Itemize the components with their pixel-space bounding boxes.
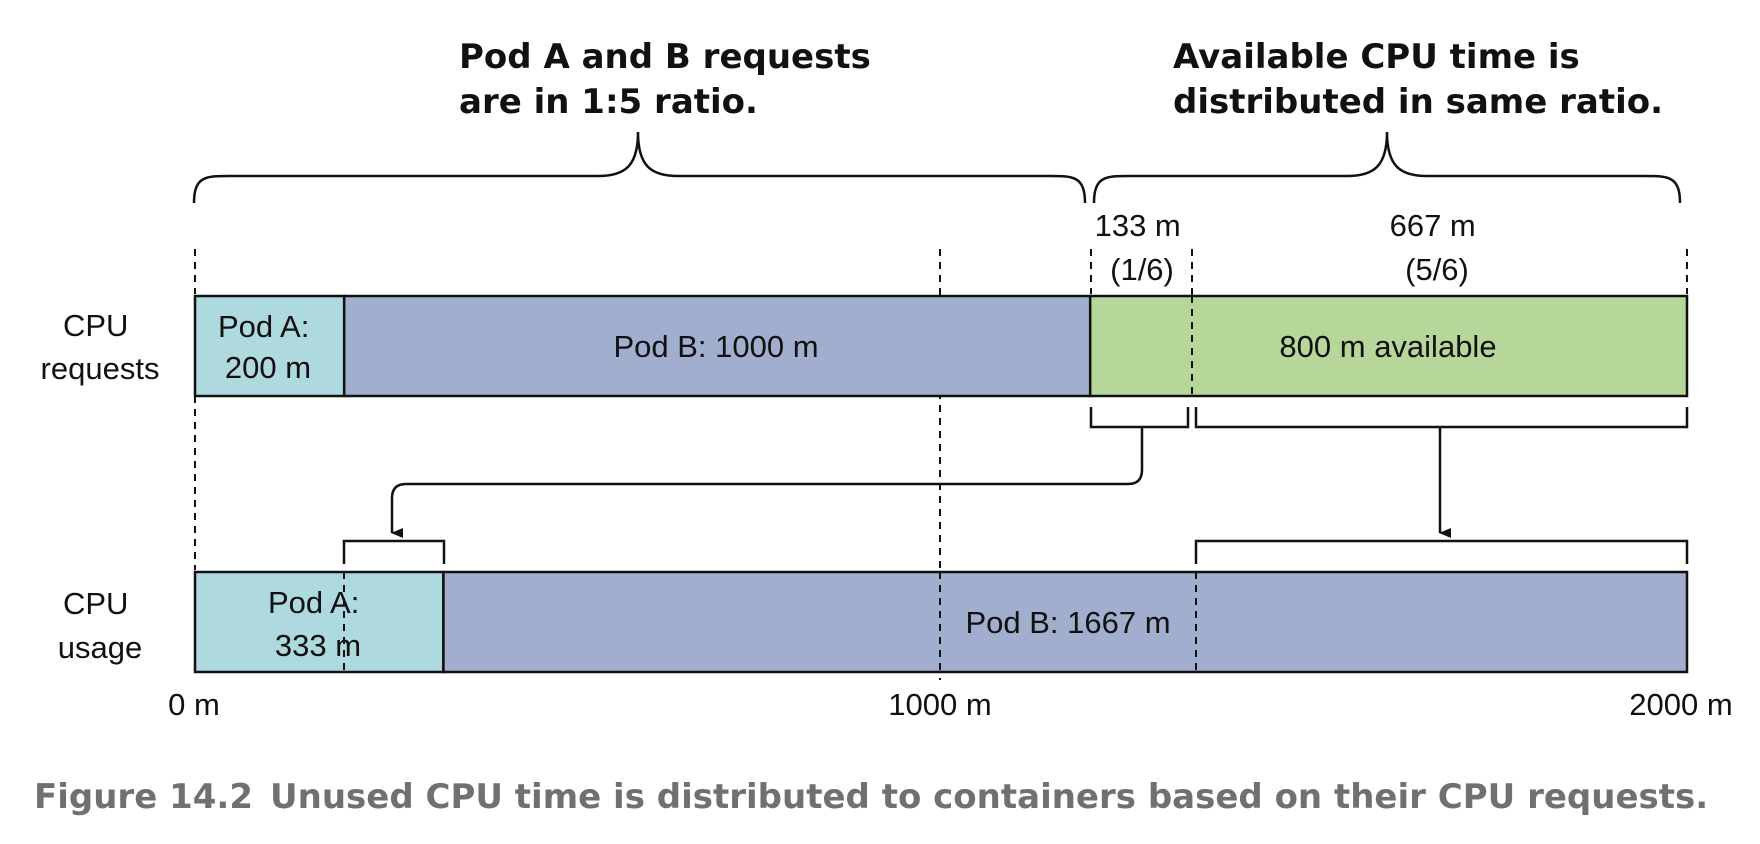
share-a-bracket — [1089, 407, 1190, 429]
figure-caption: Unused CPU time is distributed to contai… — [270, 777, 1708, 817]
pod-b-request-label: Pod B: 1000 m — [613, 329, 818, 364]
pod-b-usage-segment — [442, 570, 1689, 674]
distribution-ratio-note: Available CPU time is distributed in sam… — [1173, 37, 1663, 122]
axis-tick-0: 0 m — [168, 687, 220, 722]
pod-a-request-label: Pod A: 200 m — [218, 309, 318, 385]
share-b-bracket — [1194, 407, 1689, 429]
pod-a-request-segment — [193, 294, 346, 398]
axis-tick-2000: 2000 m — [1629, 687, 1732, 722]
requests-row-label: CPU requests — [41, 308, 160, 386]
requests-ratio-note: Pod A and B requests are in 1:5 ratio. — [459, 37, 883, 122]
share-a-arrow — [390, 427, 1144, 538]
share-b-label: 667 m (5/6) — [1390, 208, 1485, 287]
pod-b-gain-bracket — [1194, 539, 1689, 564]
pod-b-request-segment — [342, 294, 1092, 398]
share-a-label: 133 m (1/6) — [1095, 208, 1190, 287]
usage-row-label: CPU usage — [58, 586, 142, 665]
available-label: 800 m available — [1279, 329, 1496, 364]
axis-tick-1000: 1000 m — [888, 687, 991, 722]
figure-number: Figure 14.2 — [34, 777, 253, 817]
available-segment — [1088, 294, 1689, 398]
pod-a-gain-bracket — [342, 539, 446, 564]
requests-brace — [192, 131, 1087, 204]
pod-b-usage-label: Pod B: 1667 m — [965, 605, 1170, 640]
available-brace — [1092, 131, 1682, 204]
pod-a-usage-label: Pod A: 333 m — [268, 585, 368, 663]
pod-a-usage-segment — [193, 570, 445, 674]
